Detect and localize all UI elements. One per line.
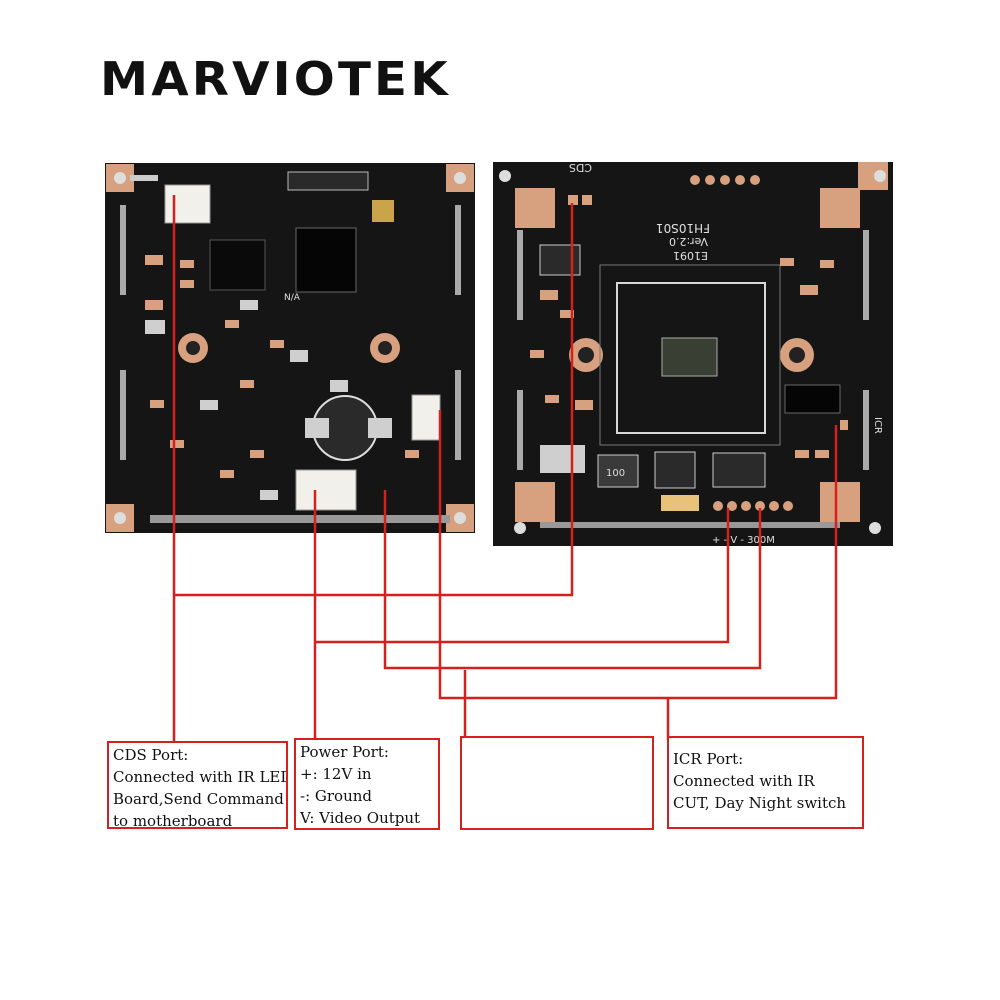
mount-hole — [874, 170, 886, 182]
inductor — [597, 454, 639, 488]
silk-strip — [863, 390, 869, 470]
cds-pads — [568, 195, 592, 205]
inductor — [539, 244, 581, 276]
mount-hole — [499, 170, 511, 182]
regulator — [654, 451, 696, 489]
silk-label-nv: N/A — [284, 293, 301, 303]
mount-hole — [454, 172, 466, 184]
wire-power-plus — [315, 508, 730, 644]
capacitor — [661, 495, 699, 511]
silk-label-code: E1091 — [673, 249, 708, 262]
top-header — [287, 171, 369, 191]
cds-connector — [164, 184, 211, 224]
top-header-pins — [690, 175, 760, 185]
image-sensor — [661, 337, 718, 377]
silk-label-100: 100 — [606, 468, 625, 479]
pad — [368, 418, 392, 438]
silk-label-model: FH10S01 — [656, 221, 710, 235]
ic-chip — [784, 384, 841, 414]
mount-hole — [454, 512, 466, 524]
silk-strip — [120, 205, 126, 295]
capacitor — [540, 445, 585, 473]
lens-mount-hole — [378, 341, 392, 355]
icr-connector — [411, 394, 441, 441]
crystal — [372, 200, 394, 222]
mount-hole — [114, 172, 126, 184]
lens-mount-hole — [186, 341, 200, 355]
callout-power-line: +: 12V in — [300, 765, 372, 783]
smd-parts — [530, 258, 834, 458]
callout-cds-line: Board,Send Command — [113, 790, 284, 808]
mount-hole — [114, 512, 126, 524]
silk-label-ver: Ver:2.0 — [669, 235, 708, 248]
wire-icr-link — [438, 410, 838, 700]
callout-power-port: Power Port: +: 12V in -: Ground V: Video… — [294, 738, 440, 830]
pcb-back-board: CDS FH10S01 Ver:2.0 E1091 ICR + - V - 30… — [493, 161, 893, 546]
silk-label-pins: + - V - 300M — [712, 535, 775, 546]
silk-strip — [120, 370, 126, 460]
callout-cds-line: Connected with IR LED — [113, 768, 288, 786]
wire-cds-link — [174, 203, 574, 597]
silk-strip — [150, 515, 450, 523]
callout-icr-port: ICR Port: Connected with IR CUT, Day Nig… — [667, 736, 864, 829]
inductor — [712, 452, 766, 488]
main-chip — [295, 227, 357, 293]
bottom-header-pins — [713, 501, 793, 511]
callout-cds-port: CDS Port: Connected with IR LED Board,Se… — [107, 741, 288, 829]
silk-strip — [517, 230, 523, 320]
corner-pad — [515, 482, 555, 522]
pcb-front-body — [105, 163, 475, 533]
pcb-front-board: N/A — [105, 163, 475, 533]
silk-strip — [455, 205, 461, 295]
silk-strip — [540, 522, 840, 528]
callout-icr-line: Connected with IR — [673, 772, 815, 790]
callout-power-line: -: Ground — [300, 787, 372, 805]
callout-blank-box — [460, 736, 654, 830]
callout-power-line: V: Video Output — [300, 809, 421, 827]
callout-icr-title: ICR Port: — [673, 750, 744, 768]
silk-label-cds: CDS — [569, 161, 592, 174]
callout-icr-line: CUT, Day Night switch — [673, 794, 847, 812]
mount-hole — [869, 522, 881, 534]
callout-power-title: Power Port: — [300, 743, 389, 761]
corner-pad — [515, 188, 555, 228]
smd-caps — [145, 300, 348, 500]
lens-mount-hole — [789, 347, 805, 363]
silk-strip — [130, 175, 158, 181]
silk-label-icr: ICR — [872, 417, 883, 434]
icr-pad — [840, 420, 848, 430]
connection-wires — [172, 195, 838, 745]
callout-cds-line: to motherboard — [113, 812, 233, 829]
ic-chip — [209, 239, 266, 291]
wire-power-video — [383, 490, 762, 670]
silk-strip — [455, 370, 461, 460]
corner-pad — [820, 482, 860, 522]
silk-strip — [517, 390, 523, 470]
corner-pad — [820, 188, 860, 228]
sensor-outline — [616, 282, 766, 434]
brand-logo: MARVIOTEK — [100, 52, 451, 106]
callout-cds-title: CDS Port: — [113, 746, 189, 764]
smd-parts — [145, 255, 419, 478]
lens-mount-hole — [578, 347, 594, 363]
power-connector — [295, 469, 357, 511]
mount-hole — [514, 522, 526, 534]
silk-strip — [863, 230, 869, 320]
pad — [305, 418, 329, 438]
sensor-frame — [599, 264, 781, 446]
